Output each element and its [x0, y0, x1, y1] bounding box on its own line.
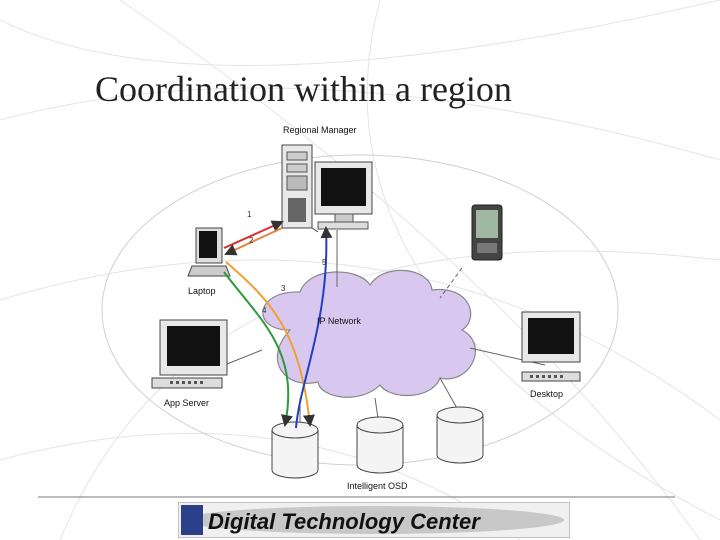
step-2-arrow — [224, 227, 283, 256]
step-2-label: 2 — [249, 236, 254, 245]
step-3-arrow — [225, 261, 315, 427]
desktop-icon — [521, 311, 581, 382]
osd-disk-icon — [436, 406, 484, 464]
ip-network-cloud — [262, 269, 476, 398]
step-3-label: 3 — [281, 284, 286, 293]
regional-manager-server-icon — [274, 144, 319, 233]
ip-network-label: IP Network — [317, 316, 361, 326]
app-server-label: App Server — [164, 398, 210, 408]
desktop-label: Desktop — [530, 389, 564, 399]
slide-title: Coordination within a region — [95, 69, 512, 109]
step-1-label: 1 — [247, 210, 252, 219]
intelligent-osd-label: Intelligent OSD — [347, 481, 408, 491]
step-1-arrow — [223, 220, 284, 249]
step-4-label: 4 — [262, 306, 267, 315]
pda-icon — [471, 204, 503, 261]
step-5-label: 5 — [322, 258, 327, 267]
regional-manager-monitor-icon — [314, 161, 373, 230]
regional-manager-label: Regional Manager — [283, 125, 357, 135]
digital-technology-center-logo: Digital Technology Center — [178, 502, 570, 538]
app-server-icon — [151, 319, 228, 389]
laptop-icon — [187, 227, 231, 277]
step-4-arrow — [223, 271, 293, 427]
osd-disk-icon — [271, 421, 319, 479]
svg-text:Digital Technology Center: Digital Technology Center — [208, 509, 481, 534]
osd-disk-icon — [356, 416, 404, 474]
step-5-arrow — [295, 226, 333, 429]
laptop-label: Laptop — [188, 286, 216, 296]
